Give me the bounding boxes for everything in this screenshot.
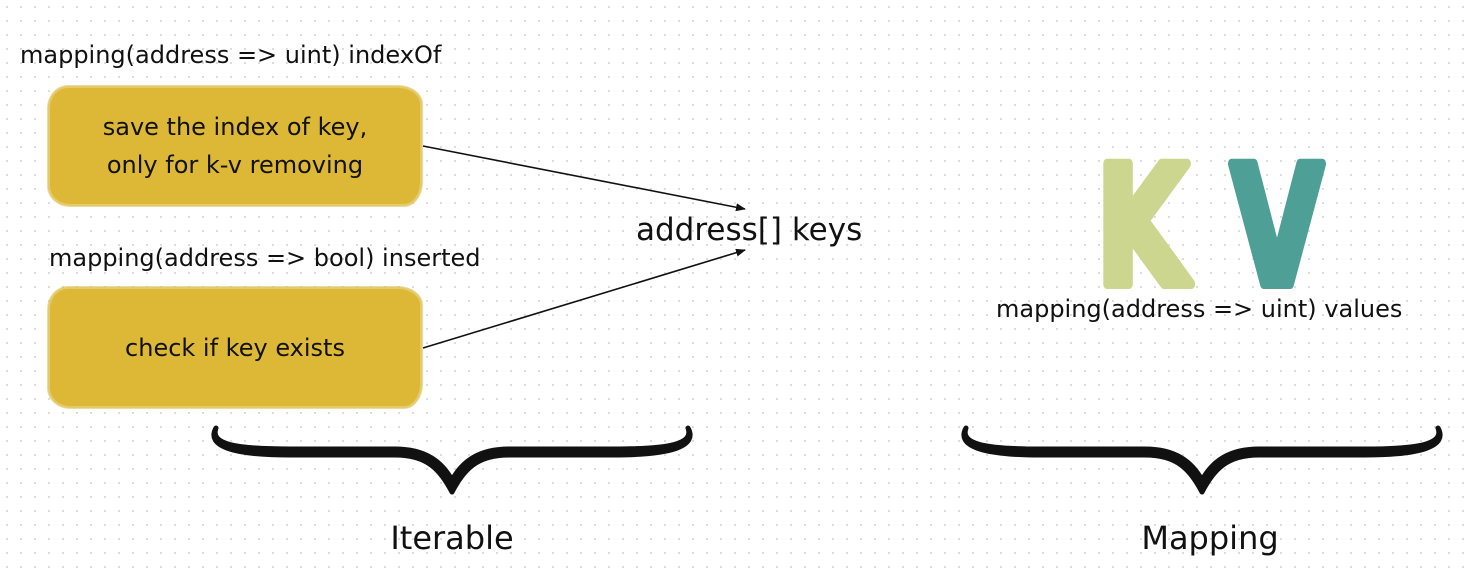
iterable-group-label: Iterable <box>390 519 514 557</box>
keys-array-label: address[] keys <box>636 212 863 248</box>
inserted-mapping-label: mapping(address => bool) inserted <box>49 244 481 272</box>
v-letter: V <box>1231 131 1323 323</box>
index-of-box: save the index of key, only for k-v remo… <box>48 86 422 206</box>
values-mapping-label: mapping(address => uint) values <box>996 295 1403 323</box>
index-of-mapping-label: mapping(address => uint) indexOf <box>20 41 442 69</box>
inserted-box-text: check if key exists <box>125 333 345 362</box>
curly-brace-icon <box>961 425 1443 495</box>
arrow-icon <box>422 145 746 212</box>
index-of-box-line-2: only for k-v removing <box>106 151 364 179</box>
inserted-box: check if key exists <box>48 287 422 408</box>
k-letter: K <box>1096 131 1192 323</box>
mapping-group-label: Mapping <box>1141 519 1279 557</box>
curly-brace-icon <box>211 425 693 495</box>
index-of-box-line-1: save the index of key, <box>102 113 368 141</box>
arrow-icon <box>422 248 746 349</box>
